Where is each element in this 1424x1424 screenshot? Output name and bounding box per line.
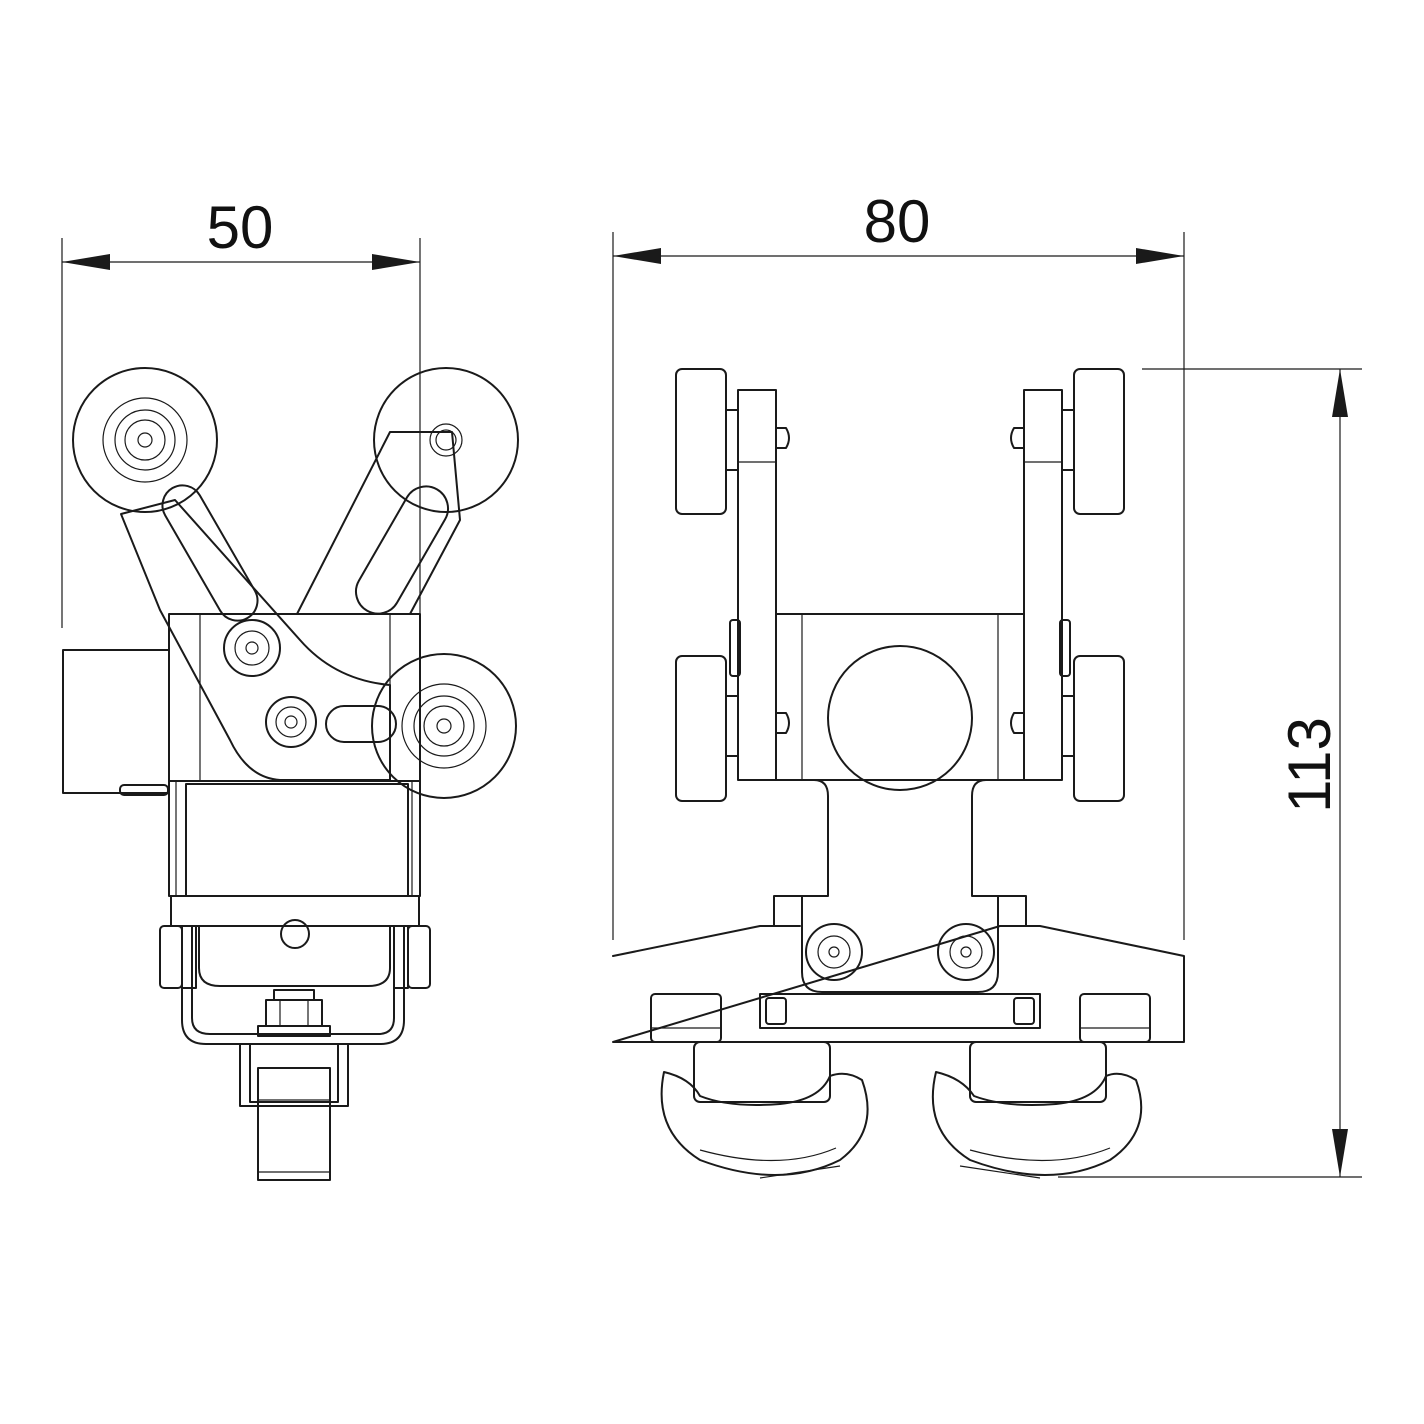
dimension-label-50: 50 — [207, 194, 274, 261]
dimension-width-side: 50 — [61, 194, 421, 628]
dimension-height: 113 — [1058, 368, 1362, 1178]
side-view — [62, 367, 519, 1181]
front-view — [612, 368, 1185, 1179]
dimension-label-80: 80 — [864, 188, 931, 255]
dimension-width-front: 80 — [612, 188, 1185, 940]
dimension-label-113: 113 — [1276, 717, 1343, 813]
